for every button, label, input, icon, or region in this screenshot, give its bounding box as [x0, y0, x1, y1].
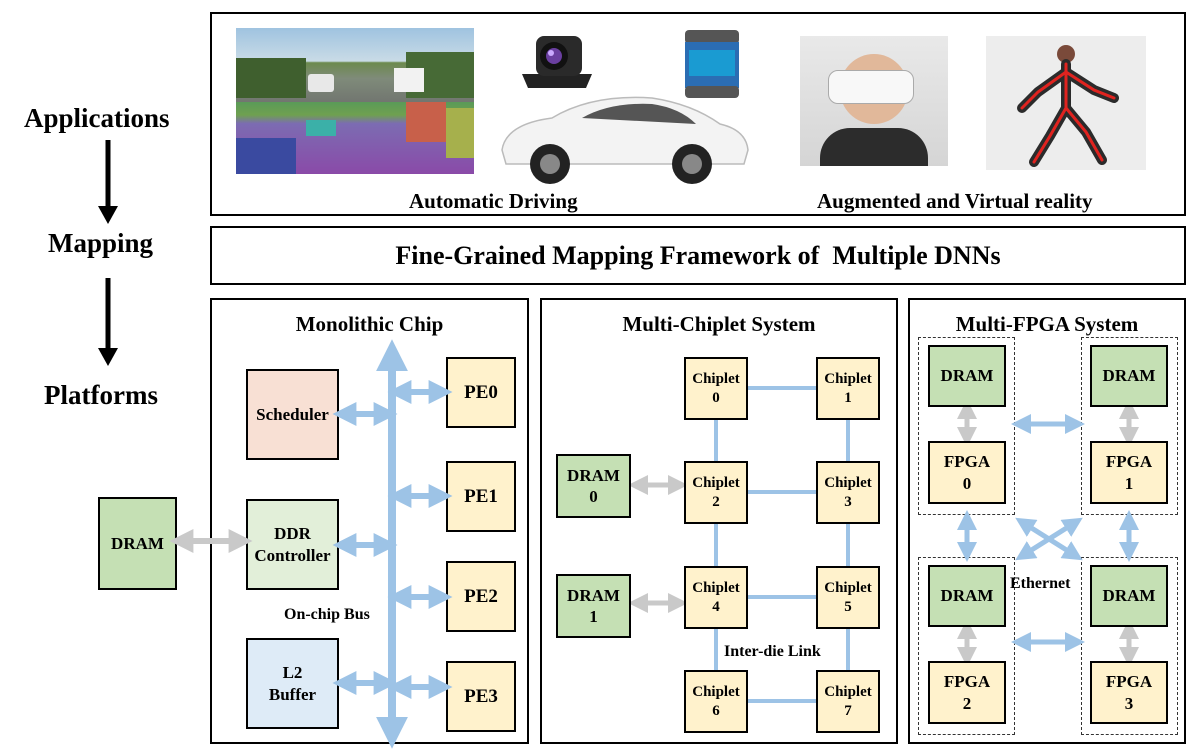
mapping-framework-panel: Fine-Grained Mapping Framework of Multip… — [210, 226, 1186, 285]
pe0-label: PE0 — [464, 381, 498, 403]
applications-panel: Automatic Driving Augmented and Virtual … — [210, 12, 1186, 216]
external-dram-label: DRAM — [111, 533, 164, 553]
fpga-2-label: FPGA — [943, 672, 991, 692]
chiplet-3: Chiplet 3 — [816, 461, 880, 524]
chiplet-2-label: Chiplet — [692, 474, 740, 491]
fpga-node-2-dram-label: DRAM — [940, 586, 994, 606]
on-chip-bus-label: On-chip Bus — [284, 606, 370, 623]
chiplet-1: Chiplet 1 — [816, 357, 880, 420]
pe0-block: PE0 — [446, 357, 516, 428]
chiplet-4-label: Chiplet — [692, 579, 740, 596]
monolithic-chip-title: Monolithic Chip — [295, 312, 444, 336]
chiplet-7: Chiplet 7 — [816, 670, 880, 733]
lidar-icon — [685, 30, 739, 98]
chiplet-3-id: 3 — [844, 493, 852, 510]
chiplet-4: Chiplet 4 — [684, 566, 748, 629]
chiplet-5-id: 5 — [844, 598, 852, 615]
inter-die-link-label: Inter-die Link — [724, 643, 821, 660]
chiplet-dram-0: DRAM 0 — [556, 454, 631, 518]
mapping-framework-title: Fine-Grained Mapping Framework of Multip… — [395, 240, 1001, 270]
l2-line2: Buffer — [268, 684, 317, 704]
chiplet-dram-1-label: DRAM — [567, 585, 620, 605]
chiplet-0-id: 0 — [712, 389, 720, 406]
chiplet-6-id: 6 — [712, 702, 720, 719]
chiplet-6-label: Chiplet — [692, 683, 740, 700]
camera-icon — [522, 36, 592, 88]
chiplet-1-label: Chiplet — [824, 370, 872, 387]
multi-chiplet-title: Multi-Chiplet System — [622, 312, 816, 336]
chiplet-3-label: Chiplet — [824, 474, 872, 491]
scheduler-block: Scheduler — [246, 369, 339, 460]
ddr-line2: Controller — [254, 545, 331, 565]
chiplet-0-label: Chiplet — [692, 370, 740, 387]
mapping-label: Mapping — [48, 228, 154, 258]
chiplet-5-label: Chiplet — [824, 579, 872, 596]
fpga-3-id: 3 — [1124, 693, 1134, 713]
scheduler-label: Scheduler — [256, 404, 329, 424]
pe1-label: PE1 — [464, 485, 498, 507]
pe2-block: PE2 — [446, 561, 516, 632]
chiplet-2-id: 2 — [712, 493, 720, 510]
fpga-1-id: 1 — [1124, 473, 1134, 493]
fpga-node-3-dram: DRAM — [1090, 565, 1168, 627]
street-photo — [236, 28, 474, 115]
chiplet-dram-0-label: DRAM — [567, 465, 620, 485]
ddr-line1: DDR — [274, 524, 311, 544]
fpga-0-label: FPGA — [943, 452, 991, 472]
applications-to-mapping-arrow-head — [98, 206, 118, 224]
pe1-block: PE1 — [446, 461, 516, 532]
fpga-3-label: FPGA — [1105, 672, 1153, 692]
mapping-to-platforms-arrow-head — [98, 348, 118, 366]
ddr-controller-block: DDR Controller — [246, 499, 339, 590]
chiplet-dram-1-id: 1 — [589, 607, 598, 626]
chiplet-7-label: Chiplet — [824, 683, 872, 700]
segmentation-image — [236, 102, 474, 174]
chiplet-2: Chiplet 2 — [684, 461, 748, 524]
fpga-node-2-dram: DRAM — [928, 565, 1006, 627]
fpga-node-1-dram: DRAM — [1090, 345, 1168, 407]
pe2-label: PE2 — [464, 585, 498, 607]
fpga-node-1-dram-label: DRAM — [1102, 366, 1156, 386]
chiplet-dram-0-id: 0 — [589, 487, 598, 506]
pose-estimation-photo — [986, 36, 1146, 170]
fpga-node-0-dram: DRAM — [928, 345, 1006, 407]
pe3-label: PE3 — [464, 685, 498, 707]
chiplet-5: Chiplet 5 — [816, 566, 880, 629]
chiplet-7-id: 7 — [844, 702, 852, 719]
applications-label: Applications — [24, 103, 170, 133]
fpga-node-0-dram-label: DRAM — [940, 366, 994, 386]
fpga-2-id: 2 — [962, 693, 972, 713]
chiplet-1-id: 1 — [844, 389, 852, 406]
l2-line1: L2 — [282, 663, 303, 683]
fpga-0-id: 0 — [962, 473, 972, 493]
chiplet-dram-1: DRAM 1 — [556, 574, 631, 638]
chiplet-0: Chiplet 0 — [684, 357, 748, 420]
fpga-1-label: FPGA — [1105, 452, 1153, 472]
fpga-cross-link-b — [1015, 517, 1083, 561]
chiplet-4-id: 4 — [712, 598, 720, 615]
platforms-label: Platforms — [44, 380, 158, 410]
fpga-node-3-dram-label: DRAM — [1102, 586, 1156, 606]
car-icon — [501, 96, 749, 184]
ethernet-label: Ethernet — [1010, 575, 1071, 592]
chiplet-6: Chiplet 6 — [684, 670, 748, 733]
multi-fpga-title: Multi-FPGA System — [955, 312, 1139, 336]
driving-caption: Automatic Driving — [409, 189, 578, 213]
ar-vr-caption: Augmented and Virtual reality — [817, 189, 1093, 213]
vr-headset-photo — [800, 36, 948, 166]
